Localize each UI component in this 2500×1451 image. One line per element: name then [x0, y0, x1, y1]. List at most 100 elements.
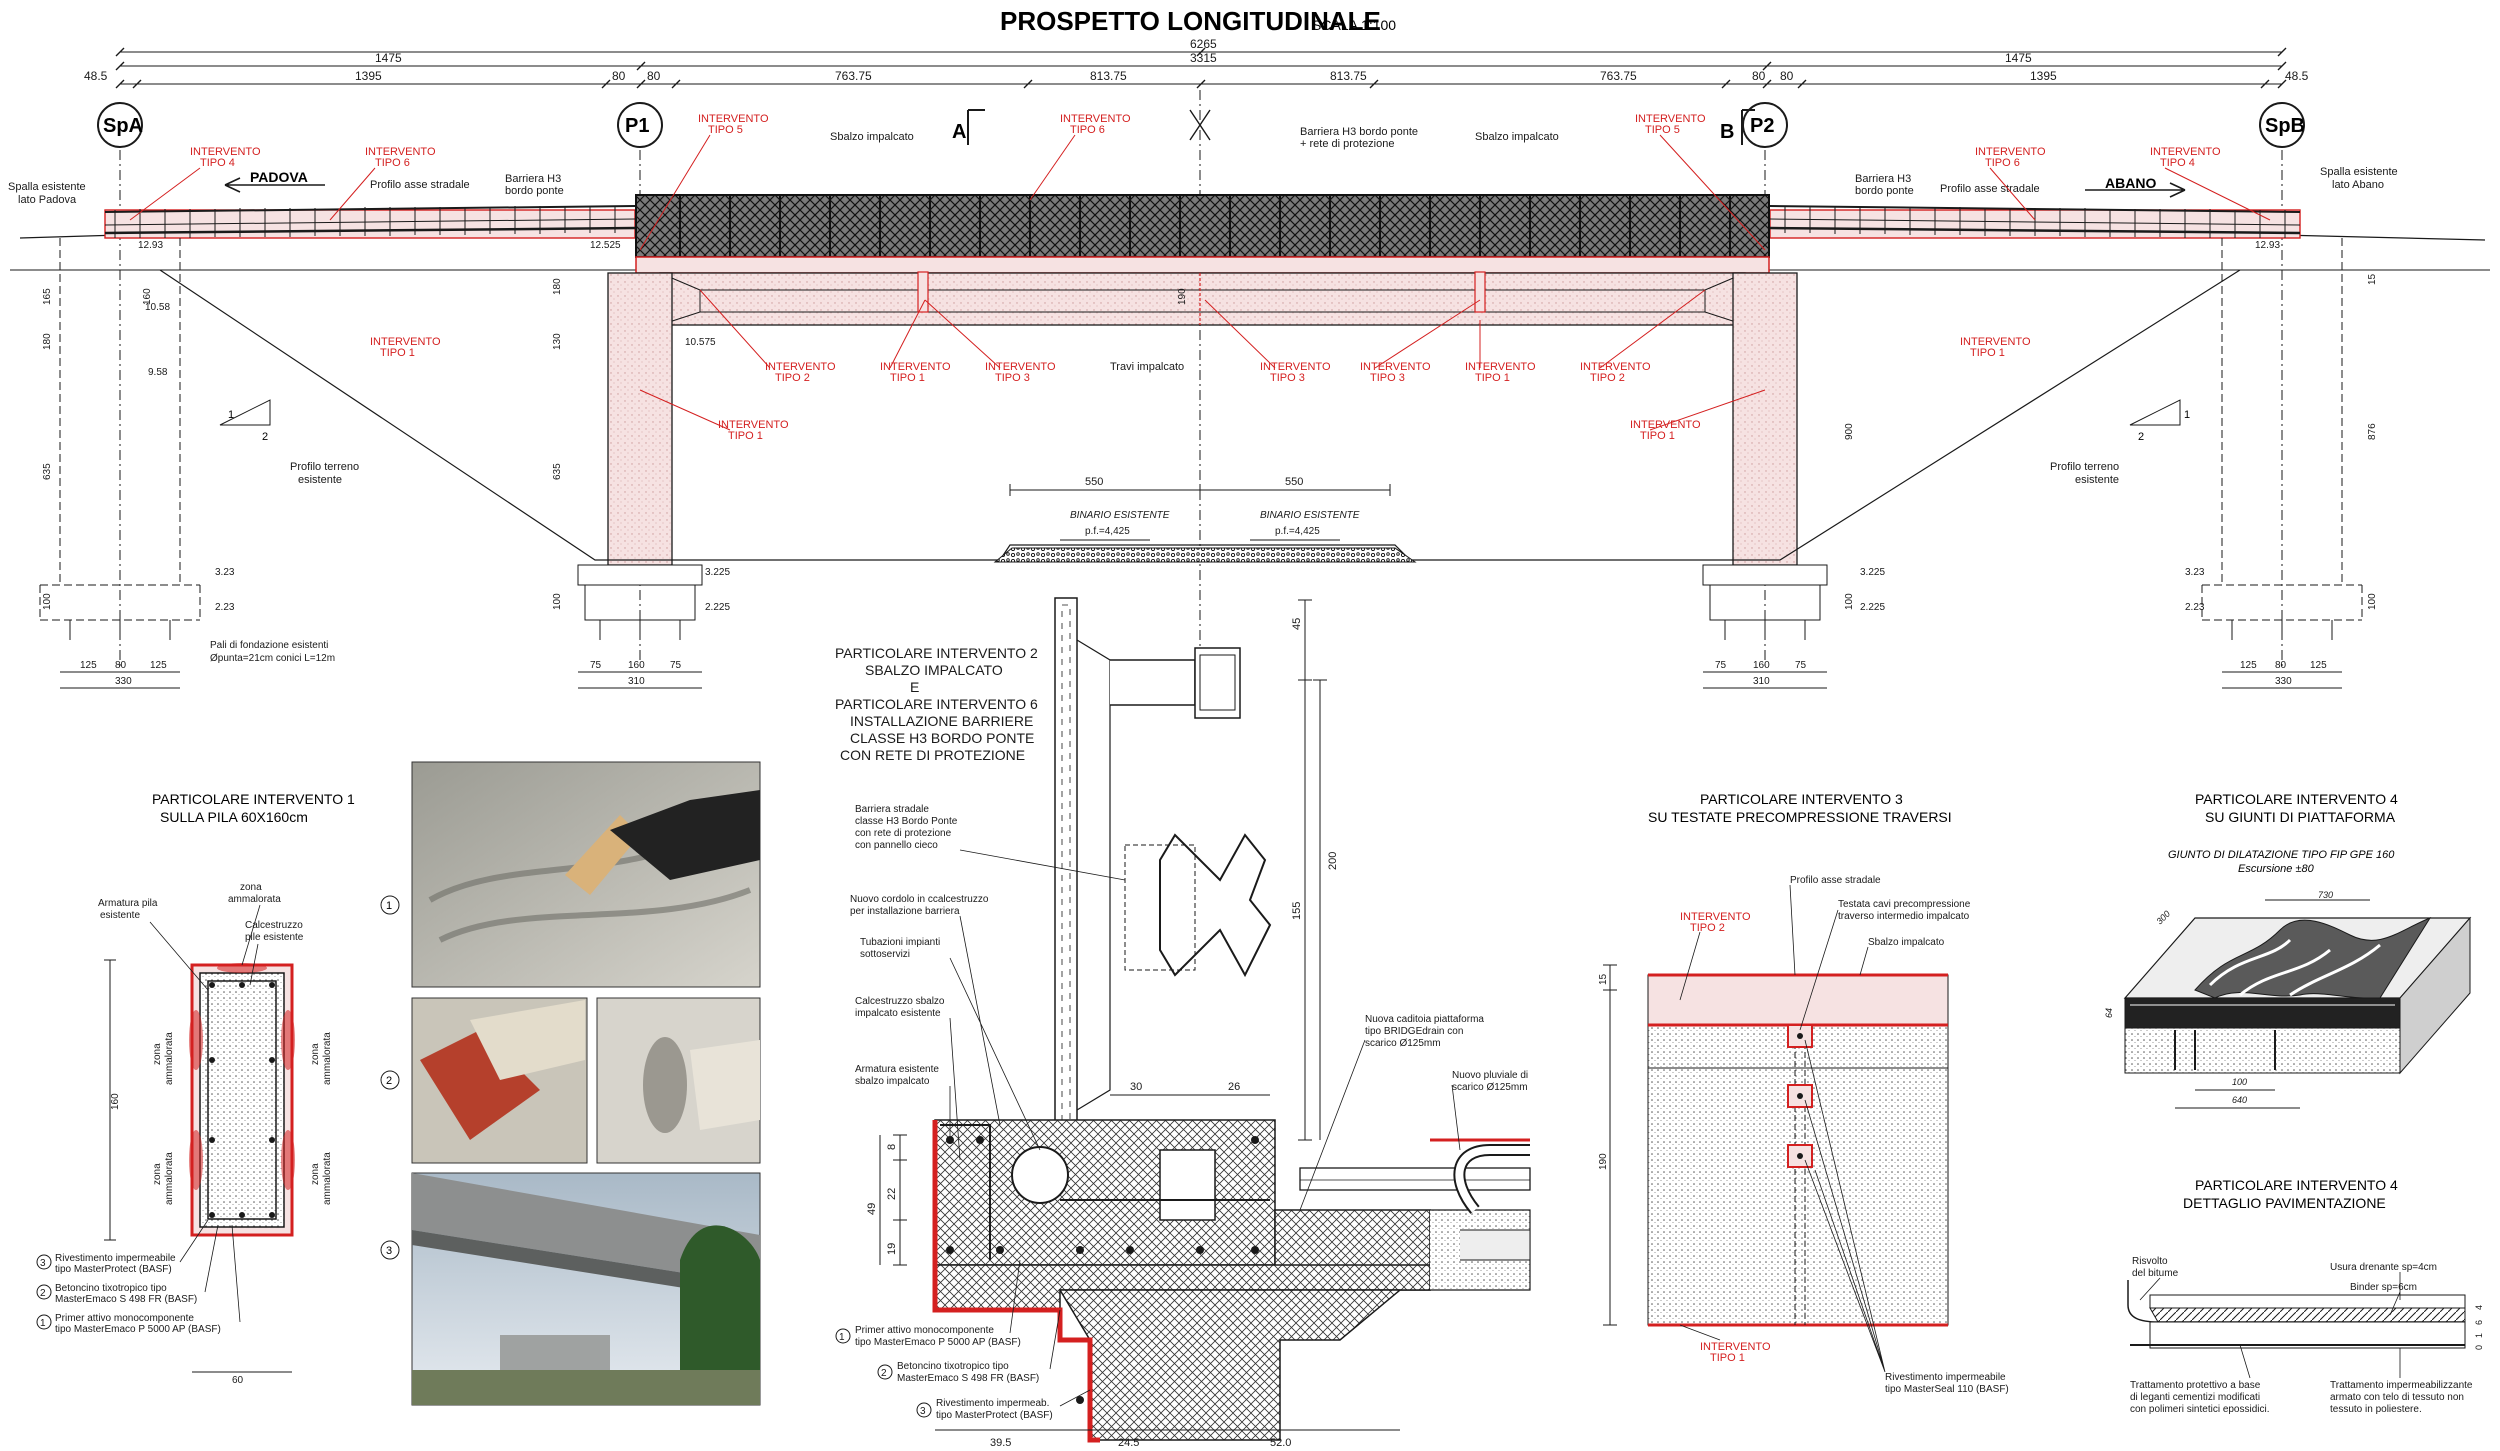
side-span-left	[104, 205, 636, 239]
detail2-cls-2: impalcato esistente	[855, 1008, 941, 1019]
label-sbalzo-right: Sbalzo impalcato	[1475, 131, 1559, 143]
dim-top-2: 3315	[1190, 51, 1217, 65]
callout-t5-left-1: INTERVENTO	[698, 113, 769, 125]
fdim-125-right-a: 125	[2240, 660, 2257, 671]
callout-t3-center-2: TIPO 3	[1270, 372, 1305, 384]
label-terreno-right-2: esistente	[2075, 474, 2119, 486]
detail3-sbalzo: Sbalzo impalcato	[1868, 937, 1945, 948]
detail2-dim-45: 45	[1291, 618, 1303, 630]
detail2-caditoia-1: Nuova caditoia piattaforma	[1365, 1014, 1484, 1025]
detail2-legend-1-l2: tipo MasterEmaco P 5000 AP (BASF)	[855, 1337, 1021, 1348]
terrain-profile	[159, 269, 2241, 561]
section-b-label: B	[1720, 121, 1734, 143]
level-2225-p2: 2.225	[1860, 602, 1885, 613]
detail4b-tratt-r-3: tessuto in poliestere.	[2330, 1404, 2422, 1415]
dim-550-right: 550	[1285, 476, 1303, 488]
detail1-legend-1-n: 1	[40, 1318, 46, 1329]
detail3-testata-1: Testata cavi precompressione	[1838, 899, 1971, 910]
detail1-cls-2: pile esistente	[245, 932, 304, 943]
detail3-dim-190: 190	[1598, 1153, 1609, 1170]
dim-row-9: 80	[1752, 69, 1766, 83]
label-spalla-right-2: lato Abano	[2332, 179, 2384, 191]
detail3-profilo: Profilo asse stradale	[1790, 875, 1881, 886]
level-12525-left: 12.525	[590, 240, 621, 251]
detail1-zona-l2-2: ammalorata	[164, 1152, 175, 1205]
detail2-title-3: E	[910, 679, 919, 695]
detail1-zona-r2-1: zona	[310, 1163, 321, 1185]
detail-1: PARTICOLARE INTERVENTO 1 SULLA PILA 60X1…	[36, 791, 355, 1386]
detail2-title-5: INSTALLAZIONE BARRIERE	[850, 713, 1033, 729]
detail2-title-4: PARTICOLARE INTERVENTO 6	[835, 696, 1038, 712]
detail1-legend: 3 Rivestimento impermeabile tipo MasterP…	[36, 1253, 221, 1335]
repair-coating-line	[932, 1120, 1100, 1443]
detail2-legend-1-l1: Primer attivo monocomponente	[855, 1325, 994, 1336]
fdim-75-p1-b: 75	[670, 660, 682, 671]
detail1-legend-2-l2: MasterEmaco S 498 FR (BASF)	[55, 1294, 197, 1305]
detail2-legend-3-l2: tipo MasterProtect (BASF)	[936, 1410, 1053, 1421]
barrier-rail-box	[1194, 647, 1241, 719]
detail4b-risvolto-2: del bitume	[2132, 1268, 2179, 1279]
detail2-caditoia-3: scarico Ø125mm	[1365, 1038, 1441, 1049]
side-span-right	[1769, 205, 2301, 239]
label-barriera-right-2: bordo ponte	[1855, 185, 1914, 197]
vdim-100-p1: 100	[552, 593, 563, 610]
dim-row-5: 763.75	[835, 69, 872, 83]
label-binario-2: BINARIO ESISTENTE	[1260, 510, 1360, 521]
callout-t5-right-1: INTERVENTO	[1635, 113, 1706, 125]
callout-t4-left-1: INTERVENTO	[190, 146, 261, 158]
detail2-armatura-2: sbalzo impalcato	[855, 1076, 930, 1087]
direction-abano: ABANO	[2105, 175, 2156, 191]
level-1058: 10.58	[145, 302, 170, 313]
callout-t2-left-2: TIPO 2	[775, 372, 810, 384]
callout-t3-right-2: TIPO 3	[1370, 372, 1405, 384]
label-spalla-left-1: Spalla esistente	[8, 181, 86, 193]
detail1-title-2: SULLA PILA 60X160cm	[160, 809, 308, 825]
level-3225-p1: 3.225	[705, 567, 730, 578]
detail1-zona-top-2: ammalorata	[228, 894, 281, 905]
detail1-legend-3-n: 3	[40, 1258, 46, 1269]
detail2-legend-2-n: 2	[881, 1368, 887, 1379]
photo-2-number: 2	[386, 1075, 392, 1087]
level-10575: 10.575	[685, 337, 716, 348]
support-markers: SpA P1 P2 SpB	[97, 102, 2305, 148]
detail1-armatura-2: esistente	[100, 910, 140, 921]
level-3225-p2: 3.225	[1860, 567, 1885, 578]
level-958: 9.58	[148, 367, 168, 378]
fdim-125-right-b: 125	[2310, 660, 2327, 671]
level-1293: 12.93	[138, 240, 163, 251]
slope-left-2: 2	[262, 431, 268, 443]
callout-t1-right-span-2: TIPO 1	[1475, 372, 1510, 384]
detail4b-binder: Binder sp=6cm	[2350, 1282, 2417, 1293]
central-barrier-mesh	[635, 194, 1770, 258]
callout-t1-span-1: INTERVENTO	[880, 361, 951, 373]
label-binario-1: BINARIO ESISTENTE	[1070, 510, 1170, 521]
detail2-barriera-4: con pannello cieco	[855, 840, 938, 851]
fdim-310-p2: 310	[1753, 676, 1770, 687]
detail1-dim-w: 60	[232, 1375, 244, 1386]
callout-t3-left-1: INTERVENTO	[985, 361, 1056, 373]
fdim-310-p1: 310	[628, 676, 645, 687]
support-p1-marker	[617, 102, 663, 148]
detail2-title-6: CLASSE H3 BORDO PONTE	[850, 730, 1034, 746]
detail4b-tratt-l-1: Trattamento protettivo a base	[2130, 1380, 2261, 1391]
photo-3: 3	[380, 1172, 761, 1406]
title-scale: SCALA 1:100	[1312, 17, 1396, 33]
section-markers: A B	[952, 109, 1755, 145]
detail2-dim-30: 30	[1130, 1081, 1142, 1093]
sheet-title: PROSPETTO LONGITUDINALE SCALA 1:100	[1000, 6, 1396, 36]
detail4b-title-1: PARTICOLARE INTERVENTO 4	[2195, 1177, 2398, 1193]
elevation-labels: Spalla esistente lato Padova Spalla esis…	[8, 126, 2398, 687]
callout-t2-left-1: INTERVENTO	[765, 361, 836, 373]
callout-t2-right-1: INTERVENTO	[1580, 361, 1651, 373]
dim-row-4: 80	[647, 69, 661, 83]
fdim-160-p1: 160	[628, 660, 645, 671]
foundations	[69, 585, 2333, 640]
callout-t1-right-1: INTERVENTO	[1960, 336, 2031, 348]
detail3-int1-1: INTERVENTO	[1700, 1341, 1771, 1353]
detail4a-dim-730: 730	[2318, 890, 2333, 900]
detail2-legend: 1 Primer attivo monocomponente tipo Mast…	[835, 1325, 1053, 1421]
callout-t5-left-2: TIPO 5	[708, 124, 743, 136]
callout-t6-left-1: INTERVENTO	[365, 146, 436, 158]
slope-triangle-right	[2129, 399, 2181, 426]
label-sbalzo-left: Sbalzo impalcato	[830, 131, 914, 143]
